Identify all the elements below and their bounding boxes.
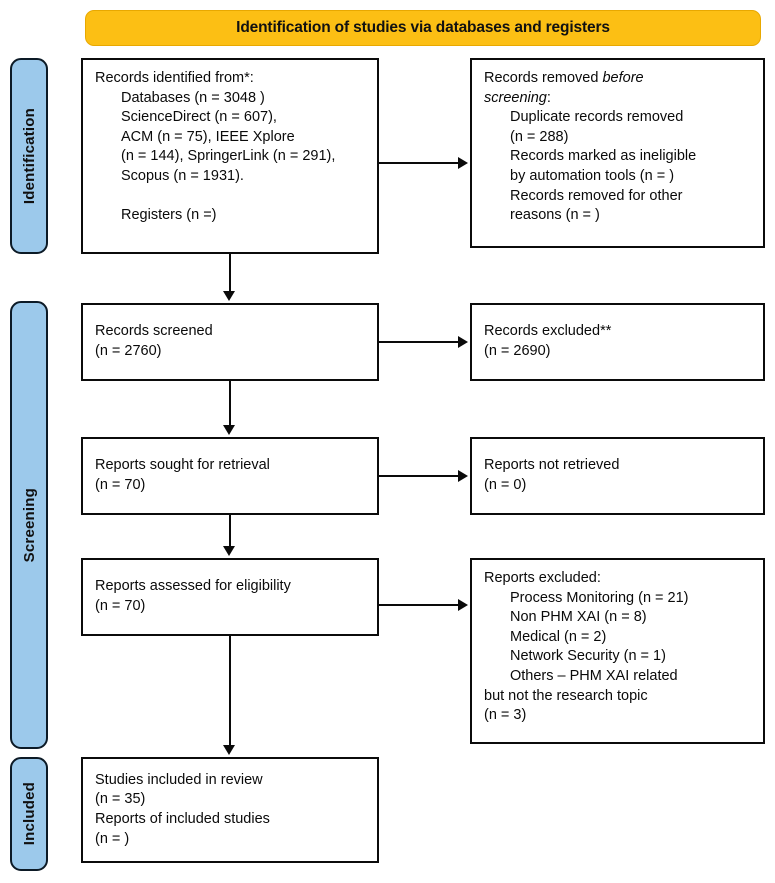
connector-identified-to-screened [229, 254, 231, 293]
box-line: Registers (n =) [121, 207, 217, 224]
box-line: (n = 70) [95, 598, 146, 614]
arrowhead-assessed-to-included [223, 745, 235, 755]
box-line: Databases (n = 3048 ) [121, 89, 265, 106]
box-line: ACM (n = 75), IEEE Xplore [121, 128, 295, 145]
box-line: (n = 288) [510, 128, 569, 145]
box-line: Records removed before [484, 70, 644, 86]
box-line: screening: [484, 89, 551, 106]
connector-screened-to-sought [229, 381, 231, 427]
box-line: (n = 70) [95, 477, 146, 493]
box-line [95, 187, 365, 207]
box-reports-excluded: Reports excluded: Process Monitoring (n =… [470, 558, 765, 744]
box-line: Scopus (n = 1931). [121, 167, 244, 184]
box-line: Studies included in review [95, 771, 263, 788]
box-records-screened: Records screened (n = 2760) [81, 303, 379, 381]
connector-assessed-to-included [229, 636, 231, 747]
stage-label-included: Included [10, 757, 48, 871]
stage-label-included-text: Included [20, 782, 38, 846]
box-line: (n = 0) [484, 477, 527, 493]
box-line: Records screened [95, 323, 213, 340]
stage-label-screening: Screening [10, 301, 48, 749]
box-line: reasons (n = ) [510, 207, 600, 224]
arrowhead-identified-to-removed [458, 157, 468, 169]
box-line: Records identified from*: [95, 70, 254, 86]
box-line: Records marked as ineligible [510, 148, 697, 165]
connector-sought-to-not-retrieved [379, 475, 460, 477]
arrowhead-sought-to-assessed [223, 546, 235, 556]
arrowhead-screened-to-sought [223, 425, 235, 435]
arrowhead-sought-to-not-retrieved [458, 470, 468, 482]
box-line: but not the research topic [484, 687, 648, 704]
box-line: (n = 144), SpringerLink (n = 291), [121, 148, 336, 165]
connector-sought-to-assessed [229, 515, 231, 548]
box-line: by automation tools (n = ) [510, 167, 675, 184]
box-reports-sought-for-retrieval: Reports sought for retrieval (n = 70) [81, 437, 379, 515]
box-line: ScienceDirect (n = 607), [121, 109, 277, 126]
box-line: Duplicate records removed [510, 109, 684, 126]
box-line: Medical (n = 2) [510, 628, 607, 645]
box-line: Process Monitoring (n = 21) [510, 589, 689, 606]
box-reports-assessed-for-eligibility: Reports assessed for eligibility (n = 70) [81, 558, 379, 636]
arrowhead-identified-to-screened [223, 291, 235, 301]
box-reports-not-retrieved: Reports not retrieved (n = 0) [470, 437, 765, 515]
box-records-removed-before-screening: Records removed before screening: Duplicat… [470, 58, 765, 248]
connector-assessed-to-reports-excluded [379, 604, 460, 606]
box-line: Reports of included studies [95, 811, 270, 827]
box-line: Records excluded** [484, 323, 612, 340]
box-line: Network Security (n = 1) [510, 648, 666, 665]
stage-label-screening-text: Screening [20, 487, 38, 563]
box-line: (n = 3) [484, 707, 527, 724]
connector-screened-to-excluded [379, 341, 460, 343]
box-line: Reports assessed for eligibility [95, 578, 291, 595]
arrowhead-assessed-to-reports-excluded [458, 599, 468, 611]
box-records-identified: Records identified from*: Databases (n = … [81, 58, 379, 254]
box-line: (n = 35) [95, 791, 146, 808]
box-line: Reports not retrieved [484, 457, 620, 474]
box-line: (n = 2760) [95, 343, 162, 359]
box-line: Non PHM XAI (n = 8) [510, 609, 647, 626]
box-line: Reports sought for retrieval [95, 457, 270, 474]
box-studies-included-in-review: Studies included in review (n = 35) Report… [81, 757, 379, 863]
stage-label-identification: Identification [10, 58, 48, 254]
box-line: (n = ) [95, 830, 130, 847]
box-records-excluded: Records excluded** (n = 2690) [470, 303, 765, 381]
diagram-banner-title: Identification of studies via databases … [85, 10, 761, 46]
box-line: Records removed for other [510, 187, 683, 204]
stage-label-identification-text: Identification [20, 107, 38, 205]
box-line: (n = 2690) [484, 343, 551, 359]
box-line: Others – PHM XAI related [510, 667, 678, 684]
box-line: Reports excluded: [484, 570, 601, 586]
arrowhead-screened-to-excluded [458, 336, 468, 348]
connector-identified-to-removed [379, 162, 460, 164]
